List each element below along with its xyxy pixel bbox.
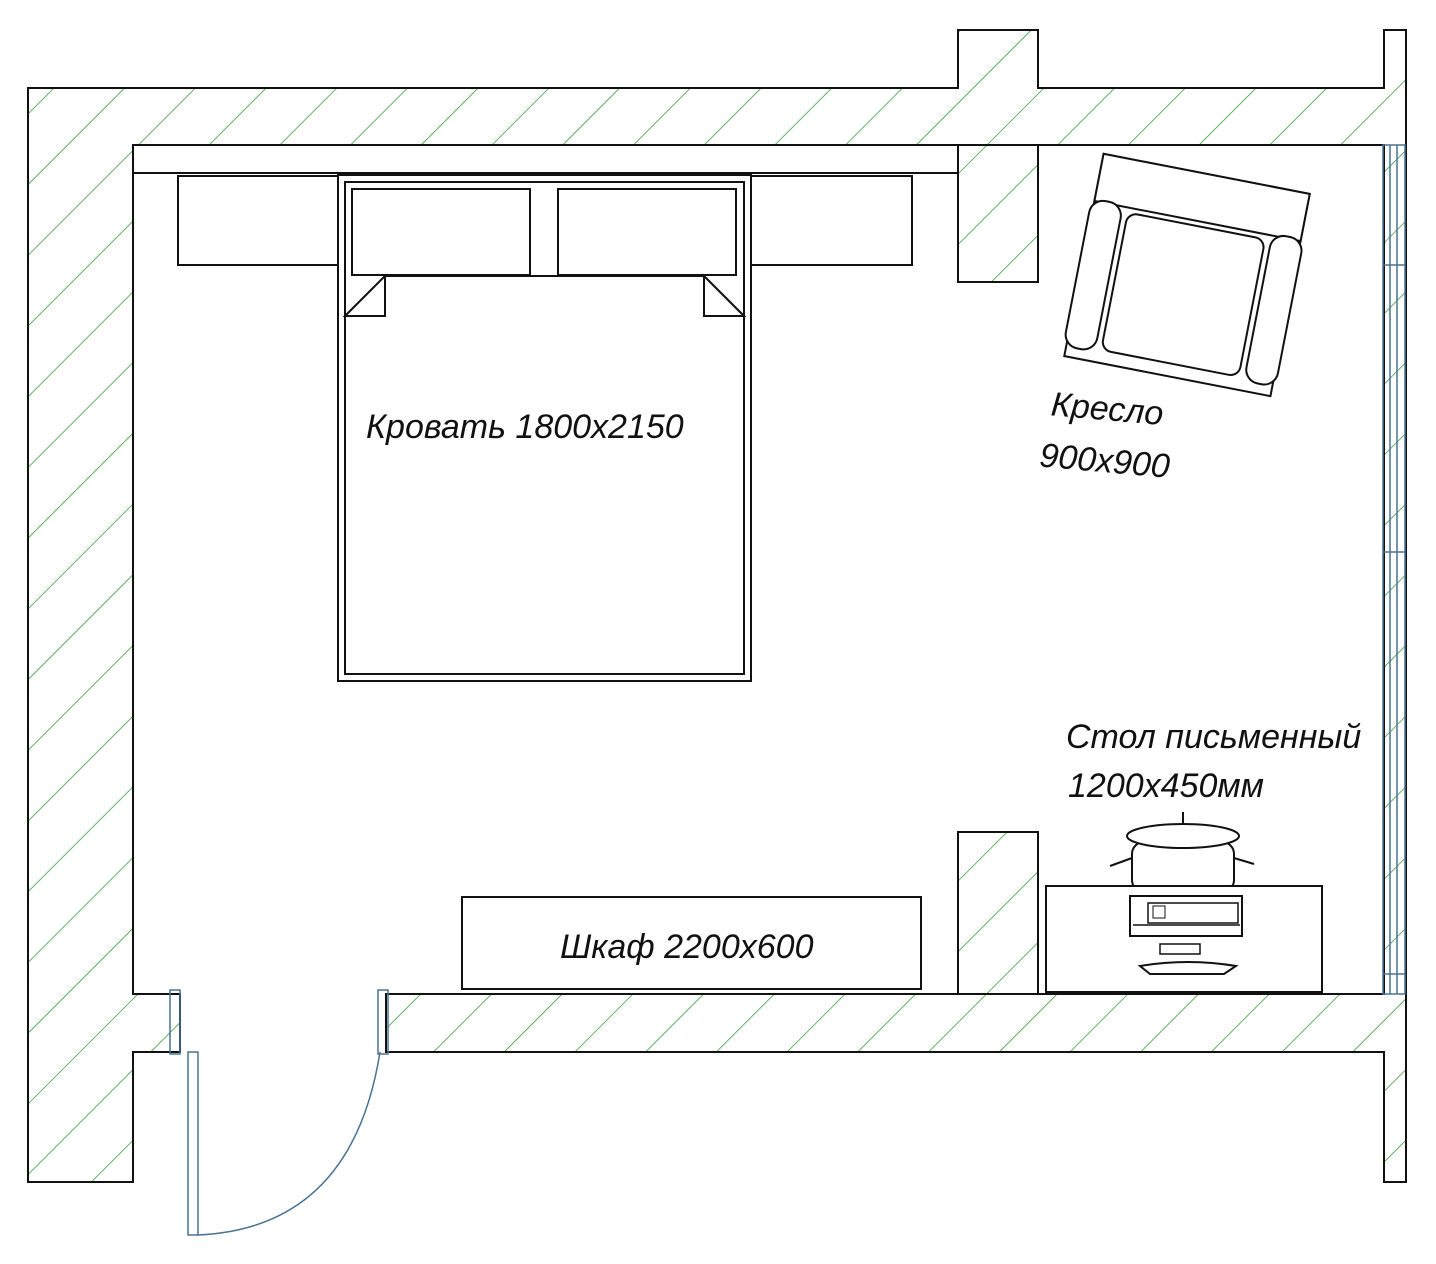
bed bbox=[177, 174, 913, 682]
bed-label: Кровать 1800x2150 bbox=[366, 408, 684, 446]
door-jamb-right bbox=[377, 989, 389, 1055]
blanket-fold-right bbox=[703, 273, 747, 317]
door-swing-arc bbox=[197, 1051, 381, 1236]
partition-bottom bbox=[957, 831, 1039, 995]
blanket bbox=[344, 275, 745, 675]
door-leaf bbox=[187, 1051, 199, 1236]
desk-lamp bbox=[1137, 961, 1239, 975]
desk-chair-seat bbox=[1131, 841, 1235, 893]
armchair-backrest bbox=[1093, 152, 1311, 243]
partition-top bbox=[957, 144, 1039, 283]
door bbox=[169, 989, 389, 1236]
wall-shelf bbox=[132, 144, 959, 174]
armchair-label-size: 900x900 bbox=[1038, 437, 1171, 486]
outer-wall bbox=[27, 29, 1407, 1183]
nightstand-right bbox=[750, 175, 913, 266]
window bbox=[1382, 144, 1406, 995]
pillow-left bbox=[351, 188, 531, 276]
armchair-arm-right bbox=[1245, 234, 1303, 386]
desk-group bbox=[1045, 812, 1323, 993]
blanket-fold-left bbox=[342, 273, 386, 317]
armchair-seat bbox=[1101, 213, 1265, 376]
nightstand-left bbox=[177, 175, 339, 266]
walls bbox=[27, 29, 1407, 1183]
wardrobe-label: Шкаф 2200x600 bbox=[560, 928, 814, 966]
armchair-label-name: Кресло bbox=[1050, 385, 1165, 433]
door-jamb-left bbox=[169, 989, 181, 1055]
laptop-keyboard bbox=[1147, 902, 1239, 924]
armchair bbox=[1063, 152, 1311, 398]
desk-label-size: 1200x450мм bbox=[1068, 767, 1264, 805]
desk-chair-back bbox=[1126, 823, 1240, 849]
wardrobe bbox=[461, 896, 922, 990]
armchair-arm-left bbox=[1064, 199, 1122, 351]
pillow-right bbox=[557, 188, 737, 276]
desk-label-name: Стол письменный bbox=[1066, 718, 1361, 756]
